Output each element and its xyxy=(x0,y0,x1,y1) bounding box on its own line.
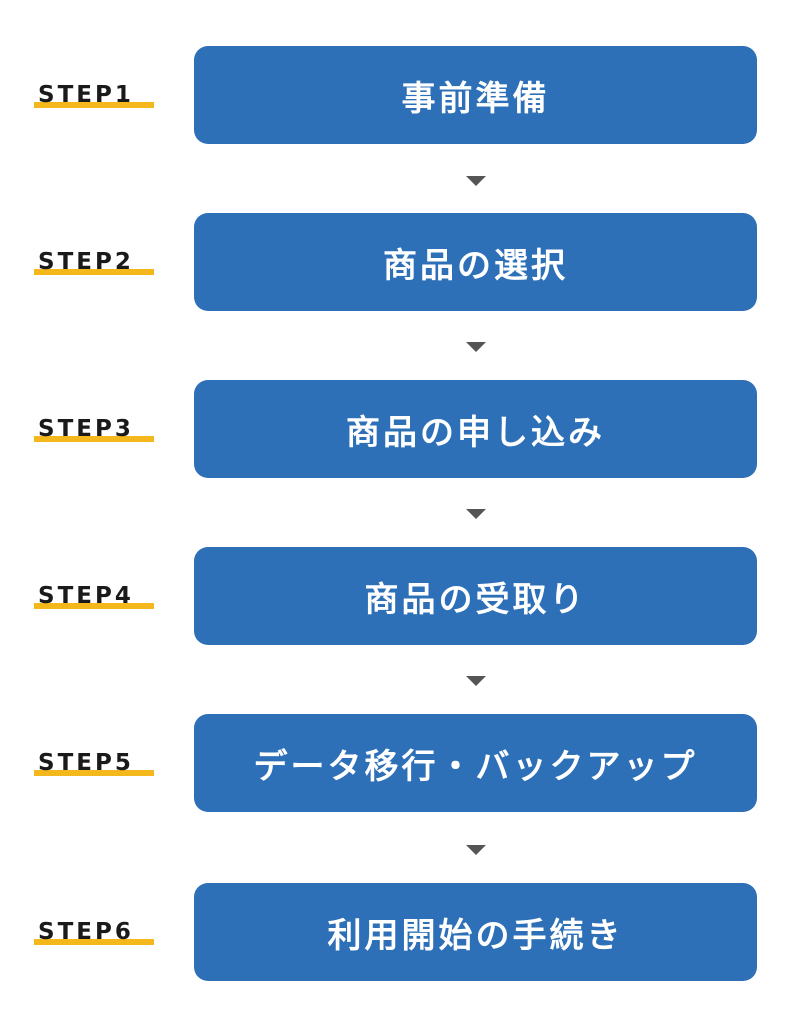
step-4-label: STEP4 xyxy=(34,583,154,613)
step-6-title: 利用開始の手続き xyxy=(327,915,624,956)
down-triangle-icon xyxy=(466,676,486,686)
step-3-underline xyxy=(34,436,154,442)
step-2-title: 商品の選択 xyxy=(383,245,568,286)
step-1-underline xyxy=(34,102,154,108)
down-triangle-icon xyxy=(466,845,486,855)
step-4-box: 商品の受取り xyxy=(194,547,757,645)
step-1-label: STEP1 xyxy=(34,82,154,112)
step-4-underline xyxy=(34,603,154,609)
step-3-title: 商品の申し込み xyxy=(346,412,605,453)
step-1: STEP1 事前準備 xyxy=(0,46,799,144)
step-6: STEP6 利用開始の手続き xyxy=(0,883,799,981)
step-6-label: STEP6 xyxy=(34,919,154,949)
step-2: STEP2 商品の選択 xyxy=(0,213,799,311)
step-6-label-text: STEP6 xyxy=(38,919,134,945)
step-4: STEP4 商品の受取り xyxy=(0,547,799,645)
step-1-label-text: STEP1 xyxy=(38,82,134,108)
step-2-label-text: STEP2 xyxy=(38,249,134,275)
down-triangle-icon xyxy=(466,176,486,186)
step-5-title: データ移行・バックアップ xyxy=(253,746,698,787)
step-5: STEP5 データ移行・バックアップ xyxy=(0,714,799,812)
step-2-box: 商品の選択 xyxy=(194,213,757,311)
down-triangle-icon xyxy=(466,342,486,352)
step-4-title: 商品の受取り xyxy=(364,579,587,620)
step-3-label-text: STEP3 xyxy=(38,416,134,442)
step-2-label: STEP2 xyxy=(34,249,154,279)
step-5-underline xyxy=(34,770,154,776)
step-1-title: 事前準備 xyxy=(401,78,550,119)
step-3-label: STEP3 xyxy=(34,416,154,446)
step-5-label-text: STEP5 xyxy=(38,750,134,776)
step-2-underline xyxy=(34,269,154,275)
step-4-label-text: STEP4 xyxy=(38,583,134,609)
step-3: STEP3 商品の申し込み xyxy=(0,380,799,478)
step-6-underline xyxy=(34,939,154,945)
step-6-box: 利用開始の手続き xyxy=(194,883,757,981)
step-3-box: 商品の申し込み xyxy=(194,380,757,478)
step-1-box: 事前準備 xyxy=(194,46,757,144)
step-5-box: データ移行・バックアップ xyxy=(194,714,757,812)
step-5-label: STEP5 xyxy=(34,750,154,780)
down-triangle-icon xyxy=(466,509,486,519)
